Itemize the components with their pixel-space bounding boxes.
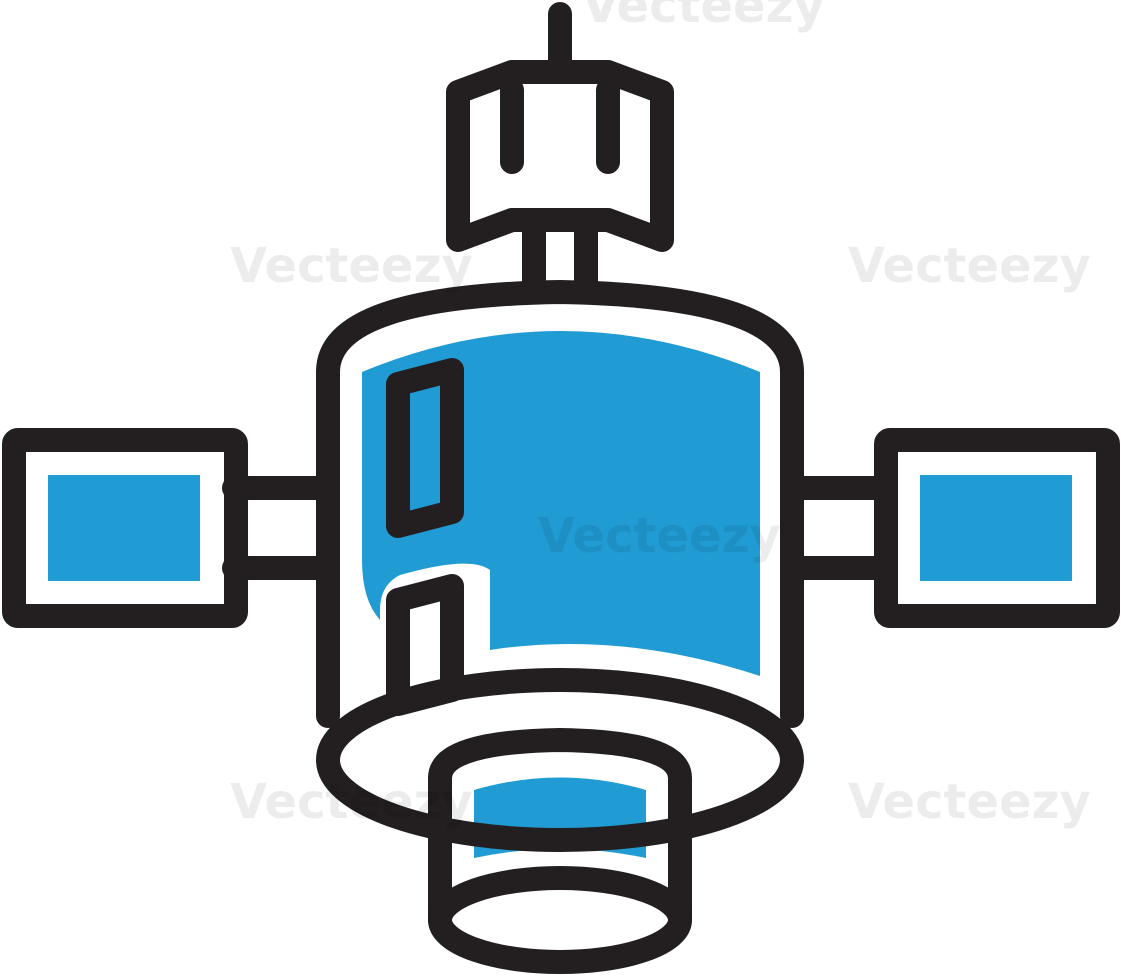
connector-stem: [522, 210, 598, 302]
body-flange: [316, 668, 804, 852]
watermark-text: Vecteezy: [538, 508, 781, 564]
watermark-text: Vecteezy: [848, 774, 1091, 830]
left-panel-frame: [2, 428, 248, 628]
lower-module: [428, 728, 692, 932]
lower-module-base: [428, 866, 692, 974]
right-panel-fill: [920, 475, 1072, 581]
watermark-layer: Vecteezy Vecteezy Vecteezy Vecteezy Vect…: [230, 0, 1091, 830]
watermark-text: Vecteezy: [230, 238, 473, 294]
top-module: [446, 60, 674, 252]
body-cylinder: [316, 280, 804, 728]
right-arm: [792, 476, 898, 580]
watermark-text: Vecteezy: [848, 238, 1091, 294]
left-panel-fill: [48, 475, 200, 581]
watermark-text: Vecteezy: [582, 0, 825, 34]
watermark-text: Vecteezy: [230, 774, 473, 830]
upper-hatch: [386, 358, 464, 538]
right-panel-frame: [874, 428, 1120, 628]
